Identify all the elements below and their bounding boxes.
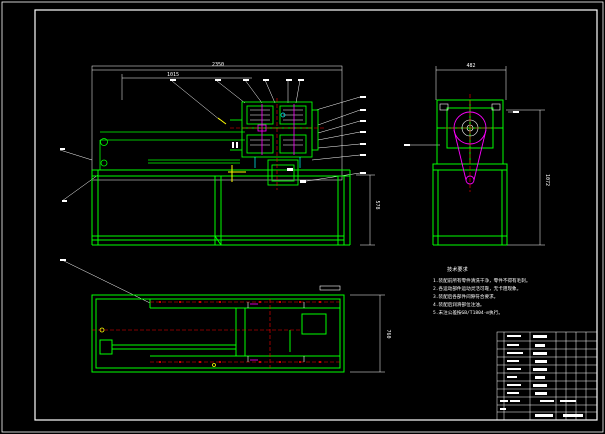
dim-side-width: 482 <box>466 63 475 69</box>
side-view-leader-tags <box>404 111 519 146</box>
title-block-entries <box>500 335 583 417</box>
tech-requirements-title: 技术要求 <box>447 265 469 273</box>
front-view-leaders <box>59 79 361 202</box>
tech-requirement-item: 5.未注公差按GB/T1804-m执行。 <box>433 309 503 316</box>
dim-front-height: 578 <box>374 200 380 209</box>
front-view-rail <box>99 131 245 170</box>
plan-view-frame <box>91 294 345 373</box>
plan-view-center-lines <box>92 299 340 368</box>
front-view-cyan-parts <box>254 112 301 168</box>
front-view <box>59 65 375 246</box>
plan-view-yellow-parts <box>99 327 216 367</box>
front-view-yellow-parts <box>217 117 246 182</box>
dim-front-inner: 1015 <box>167 72 179 78</box>
front-view-table-frame <box>91 169 351 246</box>
side-view-dimension-lines <box>404 66 545 246</box>
front-view-leader-tags <box>60 79 366 202</box>
tech-requirements: 技术要求 1.装配前所有零件清洗干净，零件不得有毛刺。 2.各运动部件运动灵活可… <box>433 265 530 316</box>
plan-view-leader-tag <box>60 259 66 261</box>
front-view-dimension-lines <box>91 65 375 246</box>
title-block <box>496 331 598 421</box>
front-view-details <box>232 142 306 183</box>
plan-view <box>60 259 385 373</box>
tech-requirement-item: 2.各运动部件运动灵活可靠，无卡阻现象。 <box>433 285 521 292</box>
side-view-center-lines <box>445 94 495 192</box>
front-view-gearbox <box>230 101 319 186</box>
tech-requirement-item: 1.装配前所有零件清洗干净，零件不得有毛刺。 <box>433 277 530 284</box>
dim-front-width: 2350 <box>212 62 224 68</box>
front-view-magenta-parts <box>257 104 295 155</box>
front-view-gearbox-hatch <box>250 109 303 146</box>
tech-requirement-item: 3.装配后各部件间隙符合要求。 <box>433 293 498 300</box>
plan-view-magenta-parts <box>250 303 258 361</box>
side-view <box>404 66 545 246</box>
plan-view-white-details <box>247 285 341 362</box>
dim-plan-depth: 760 <box>385 329 391 338</box>
front-view-center-lines <box>230 98 325 190</box>
plan-view-bolts <box>159 301 321 363</box>
dim-side-height: 1072 <box>544 174 550 186</box>
plan-view-dimension-lines <box>61 259 385 373</box>
tech-requirement-item: 4.装配后润滑部位注油。 <box>433 301 484 308</box>
